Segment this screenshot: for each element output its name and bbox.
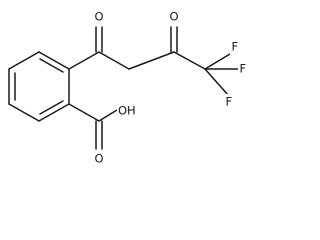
molecule-diagram: O O O OH F F F xyxy=(8,9,250,166)
ring-bond-1 xyxy=(38,51,70,70)
ring-bond-3 xyxy=(38,103,70,122)
carbonyl-to-cf3-bond xyxy=(173,51,206,70)
ring-inner-double-1 xyxy=(39,58,64,73)
cf3-to-f-top-bond xyxy=(204,53,231,70)
carboxyl-to-oh-bond xyxy=(98,109,118,122)
ring-bond-4 xyxy=(8,103,40,122)
oxygen-ketone-1-label: O xyxy=(95,10,104,24)
benzene-ring xyxy=(8,51,70,122)
structure-svg: O O O OH F F F xyxy=(8,9,250,166)
fluorine-bottom-label: F xyxy=(226,95,233,109)
atom-labels: O O O OH F F F xyxy=(92,9,250,166)
ring-inner-double-2 xyxy=(39,100,64,115)
carbonyl-to-ch2-bond xyxy=(98,51,130,70)
ring-bond-6 xyxy=(8,51,40,70)
aryl-to-carboxyl-bond xyxy=(68,103,100,122)
fluorine-right-label: F xyxy=(240,62,247,76)
oxygen-ketone-2-label: O xyxy=(170,10,179,24)
fluorine-top-label: F xyxy=(232,40,239,54)
ch2-to-carbonyl-2-bond xyxy=(128,51,175,70)
aryl-to-carbonyl-bond xyxy=(68,51,100,70)
side-chain xyxy=(68,26,239,96)
cf3-to-f-bottom-bond xyxy=(204,68,229,96)
hydroxyl-label: OH xyxy=(118,104,136,118)
oxygen-carboxyl-label: O xyxy=(95,152,104,166)
carboxylic-acid xyxy=(68,103,118,150)
